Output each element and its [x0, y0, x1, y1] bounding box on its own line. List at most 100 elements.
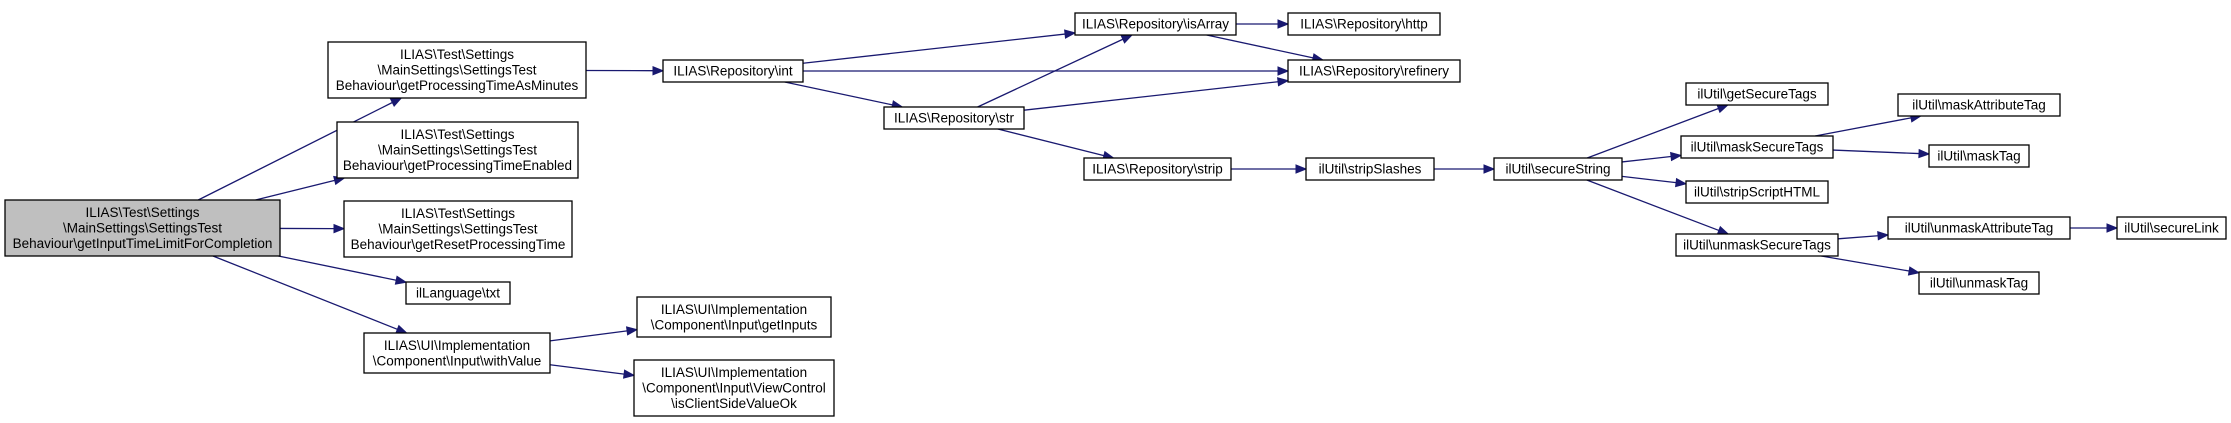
arrowhead-icon	[625, 326, 639, 336]
edge-root-to-withValue	[212, 255, 408, 334]
node-getProcessingTimeEnabled[interactable]: ILIAS\Test\Settings\MainSettings\Setting…	[336, 121, 579, 179]
node-box	[1305, 157, 1435, 181]
node-label-line: ilUtil\maskSecureTags	[1691, 140, 1824, 155]
node-label-line: ILIAS\UI\Implementation	[661, 365, 807, 380]
edge-maskSecureTags-to-maskTag	[1832, 148, 1931, 159]
arrowhead-icon	[1716, 104, 1730, 114]
arrowhead-icon	[1483, 164, 1496, 174]
node-http[interactable]: ILIAS\Repository\http	[1287, 12, 1441, 36]
node-box	[2116, 216, 2227, 240]
node-getResetProcessingTime[interactable]: ILIAS\Test\Settings\MainSettings\Setting…	[343, 200, 573, 258]
edge-line	[212, 255, 398, 330]
node-label-line: ilLanguage\txt	[416, 286, 500, 301]
arrowhead-icon	[395, 324, 408, 334]
node-label-line: ilUtil\stripScriptHTML	[1694, 185, 1821, 200]
arrowhead-icon	[1277, 19, 1290, 29]
edge-line	[278, 255, 397, 281]
arrowhead-icon	[1120, 34, 1134, 44]
edges-layer	[197, 19, 2119, 379]
edge-line	[977, 38, 1124, 108]
edge-root-to-getResetProcessingTime	[279, 223, 346, 234]
node-box	[662, 59, 804, 83]
node-box	[1493, 157, 1623, 181]
node-maskAttributeTag[interactable]: ilUtil\maskAttributeTag	[1897, 93, 2061, 117]
edge-isArray-to-refinery	[1206, 34, 1325, 63]
edge-line	[1837, 235, 1879, 240]
node-int[interactable]: ILIAS\Repository\int	[662, 59, 804, 83]
edge-secureString-to-maskSecureTags	[1621, 151, 1683, 163]
edge-str-to-isArray	[977, 34, 1134, 108]
nodes-layer: ILIAS\Test\Settings\MainSettings\Setting…	[4, 12, 2227, 417]
edge-line	[1815, 117, 1912, 137]
node-label-line: Behaviour\getProcessingTimeAsMinutes	[336, 78, 579, 93]
node-root[interactable]: ILIAS\Test\Settings\MainSettings\Setting…	[4, 199, 281, 257]
edge-unmaskAttributeTag-to-secureLink	[2070, 223, 2119, 233]
node-getProcessingTimeAsMinutes[interactable]: ILIAS\Test\Settings\MainSettings\Setting…	[327, 41, 587, 99]
edge-getProcessingTimeAsMinutes-to-int	[585, 65, 665, 76]
arrowhead-icon	[1277, 66, 1290, 76]
edge-line	[1206, 34, 1314, 59]
node-isArray[interactable]: ILIAS\Repository\isArray	[1074, 12, 1237, 36]
edge-int-to-str	[784, 81, 904, 110]
arrowhead-icon	[333, 223, 346, 234]
node-maskTag[interactable]: ilUtil\maskTag	[1928, 144, 2030, 168]
node-withValue[interactable]: ILIAS\UI\Implementation\Component\Input\…	[363, 332, 551, 374]
edge-root-to-getProcessingTimeEnabled	[255, 175, 346, 201]
node-maskSecureTags[interactable]: ilUtil\maskSecureTags	[1680, 135, 1834, 159]
node-label-line: ilUtil\unmaskAttributeTag	[1905, 221, 2054, 236]
edge-secureString-to-unmaskSecureTags	[1586, 179, 1730, 235]
node-box	[1287, 59, 1461, 83]
node-box	[1680, 135, 1834, 159]
node-label-line: \MainSettings\SettingsTest	[378, 222, 537, 237]
arrowhead-icon	[2106, 223, 2119, 233]
node-label-line: ILIAS\UI\Implementation	[661, 302, 807, 317]
arrowhead-icon	[652, 65, 665, 76]
node-str[interactable]: ILIAS\Repository\str	[883, 106, 1025, 130]
node-unmaskTag[interactable]: ilUtil\unmaskTag	[1918, 271, 2040, 295]
node-label-line: ILIAS\Repository\http	[1300, 17, 1428, 32]
edge-line	[549, 364, 625, 375]
node-box	[636, 296, 832, 338]
node-refinery[interactable]: ILIAS\Repository\refinery	[1287, 59, 1461, 83]
node-label-line: Behaviour\getInputTimeLimitForCompletion	[13, 236, 273, 251]
node-secureLink[interactable]: ilUtil\secureLink	[2116, 216, 2227, 240]
edge-line	[255, 179, 335, 201]
node-isClientSideValueOk[interactable]: ILIAS\UI\Implementation\Component\Input\…	[633, 359, 835, 417]
arrowhead-icon	[1295, 164, 1308, 174]
edge-withValue-to-isClientSideValueOk	[549, 364, 636, 379]
node-box	[363, 332, 551, 374]
node-label-line: ILIAS\Test\Settings	[400, 127, 514, 142]
node-txt[interactable]: ilLanguage\txt	[405, 281, 511, 305]
edge-maskSecureTags-to-maskAttributeTag	[1815, 113, 1923, 137]
node-secureString[interactable]: ilUtil\secureString	[1493, 157, 1623, 181]
node-label-line: ILIAS\Repository\str	[894, 111, 1015, 126]
node-box	[1074, 12, 1237, 36]
node-label-line: ILIAS\Test\Settings	[400, 47, 514, 62]
node-label-line: ILIAS\Repository\isArray	[1082, 17, 1229, 32]
node-strip[interactable]: ILIAS\Repository\strip	[1083, 157, 1232, 181]
node-label-line: ilUtil\secureString	[1505, 162, 1610, 177]
edge-line	[1832, 149, 1920, 155]
node-box	[1685, 180, 1829, 204]
node-getSecureTags[interactable]: ilUtil\getSecureTags	[1685, 82, 1829, 106]
edge-line	[197, 101, 393, 201]
edge-line	[784, 81, 893, 106]
node-label-line: ILIAS\Test\Settings	[85, 205, 199, 220]
node-label-line: ILIAS\Test\Settings	[401, 206, 515, 221]
node-getInputs[interactable]: ILIAS\UI\Implementation\Component\Input\…	[636, 296, 832, 338]
edge-root-to-txt	[278, 255, 408, 285]
node-box	[4, 199, 281, 257]
node-stripSlashes[interactable]: ilUtil\stripSlashes	[1305, 157, 1435, 181]
edge-line	[549, 330, 628, 342]
node-label-line: Behaviour\getResetProcessingTime	[351, 237, 566, 252]
edge-str-to-refinery	[1023, 77, 1290, 111]
node-unmaskSecureTags[interactable]: ilUtil\unmaskSecureTags	[1675, 233, 1839, 257]
node-label-line: ILIAS\Repository\strip	[1092, 162, 1223, 177]
edge-isArray-to-http	[1236, 19, 1290, 29]
node-box	[1887, 216, 2071, 240]
node-unmaskAttributeTag[interactable]: ilUtil\unmaskAttributeTag	[1887, 216, 2071, 240]
edge-stripSlashes-to-secureString	[1434, 164, 1496, 174]
node-box	[633, 359, 835, 417]
node-stripScriptHTML[interactable]: ilUtil\stripScriptHTML	[1685, 180, 1829, 204]
node-box	[1928, 144, 2030, 168]
